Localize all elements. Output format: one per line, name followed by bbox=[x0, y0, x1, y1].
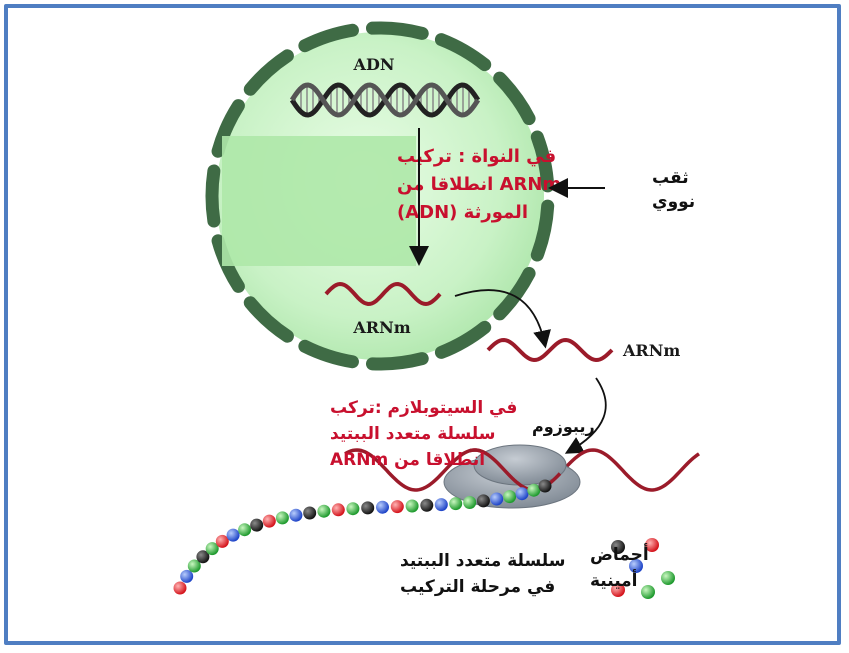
chain-amino-acid bbox=[527, 483, 541, 497]
cytoplasm-note-line-2: سلسلة متعدد الببتيد bbox=[330, 424, 495, 444]
envelope-segment bbox=[298, 23, 359, 53]
envelope-segment bbox=[211, 99, 245, 158]
chain-label-line-1: سلسلة متعدد الببتيد bbox=[400, 551, 565, 571]
chain-amino-acid bbox=[173, 581, 187, 595]
amino-acid-cluster bbox=[611, 538, 675, 599]
chain-amino-acid bbox=[538, 479, 552, 493]
envelope-segment bbox=[365, 21, 429, 40]
nucleus-note-line-2: ARNm انطلاقا من bbox=[397, 174, 561, 195]
chain-amino-acid bbox=[196, 550, 210, 564]
envelope-segment bbox=[493, 71, 536, 126]
chain-amino-acid bbox=[449, 497, 463, 511]
chain-amino-acid bbox=[226, 528, 240, 542]
amino-acid bbox=[611, 540, 625, 554]
amino-acid bbox=[629, 559, 643, 573]
chain-amino-acid bbox=[238, 523, 252, 537]
ribosome-label: ريبوزوم bbox=[532, 417, 595, 436]
chain-label-line-2: في مرحلة التركيب bbox=[400, 577, 555, 597]
chain-amino-acid bbox=[515, 487, 529, 501]
chain-amino-acid bbox=[262, 514, 276, 528]
ribosome-arrow bbox=[564, 377, 607, 454]
envelope-segment bbox=[434, 320, 492, 359]
chain-amino-acid bbox=[180, 569, 194, 583]
ribosome bbox=[443, 444, 581, 509]
chain-amino-acid bbox=[205, 542, 219, 556]
nucleus-note-box: في النواة : تركيب ARNm انطلاقا من المورث… bbox=[222, 136, 561, 266]
chain-amino-acid bbox=[303, 506, 317, 520]
amino-acids-label-2: أمينية bbox=[590, 569, 637, 591]
mrna-cytoplasm bbox=[486, 337, 614, 363]
mrna-in-nucleus bbox=[324, 281, 442, 307]
chain-amino-acid bbox=[476, 494, 490, 508]
arnm-cytoplasm-label: ARNm bbox=[622, 341, 680, 360]
chain-amino-acid bbox=[405, 499, 419, 513]
cytoplasm-note-line-1: في السيتوبلازم :تركب bbox=[330, 398, 517, 418]
envelope-segment bbox=[298, 339, 359, 369]
chain-amino-acid bbox=[317, 504, 331, 518]
dna-helix bbox=[289, 82, 481, 118]
envelope-segment bbox=[530, 199, 555, 262]
amino-acids-label-1: أحماض bbox=[590, 543, 649, 565]
nucleus-note-line-1: في النواة : تركيب bbox=[397, 146, 556, 167]
envelope-segment bbox=[493, 266, 536, 321]
nucleus-note-line-3: المورثة (ADN) bbox=[397, 202, 528, 223]
polypeptide-chain bbox=[173, 479, 552, 595]
envelope-segment bbox=[365, 352, 429, 371]
chain-amino-acid bbox=[490, 492, 504, 506]
chain-amino-acid bbox=[331, 503, 345, 517]
export-arrow bbox=[454, 289, 551, 349]
envelope-segment bbox=[530, 130, 555, 193]
chain-amino-acid bbox=[376, 500, 389, 514]
envelope-segment bbox=[243, 49, 294, 96]
adn-label: ADN bbox=[353, 55, 395, 74]
amino-acid bbox=[645, 538, 659, 552]
chain-amino-acid bbox=[346, 502, 360, 516]
amino-acid bbox=[611, 583, 625, 597]
chain-amino-acid bbox=[250, 518, 264, 532]
chain-amino-acid bbox=[187, 559, 201, 573]
nuclear-pore-label-2: نووي bbox=[652, 192, 695, 212]
chain-amino-acid bbox=[420, 498, 434, 512]
chain-amino-acid bbox=[390, 500, 404, 514]
chain-amino-acid bbox=[503, 490, 517, 504]
chain-amino-acid bbox=[215, 534, 229, 548]
dna-strand bbox=[289, 82, 481, 118]
cytoplasm-note-line-3: انطلاقا من ARNm bbox=[330, 450, 485, 470]
chain-amino-acid bbox=[434, 498, 448, 512]
chain-amino-acid bbox=[275, 511, 289, 525]
amino-acid bbox=[641, 585, 655, 599]
arnm-nucleus-label: ARNm bbox=[352, 318, 410, 337]
chain-amino-acid bbox=[361, 501, 375, 515]
envelope-segment bbox=[434, 33, 492, 72]
envelope-segment bbox=[243, 296, 294, 343]
amino-acid bbox=[661, 571, 675, 585]
chain-amino-acid bbox=[463, 496, 477, 509]
nuclear-pore-label-1: ثقب bbox=[652, 168, 689, 188]
chain-amino-acid bbox=[289, 508, 303, 522]
envelope-segment bbox=[205, 164, 221, 228]
